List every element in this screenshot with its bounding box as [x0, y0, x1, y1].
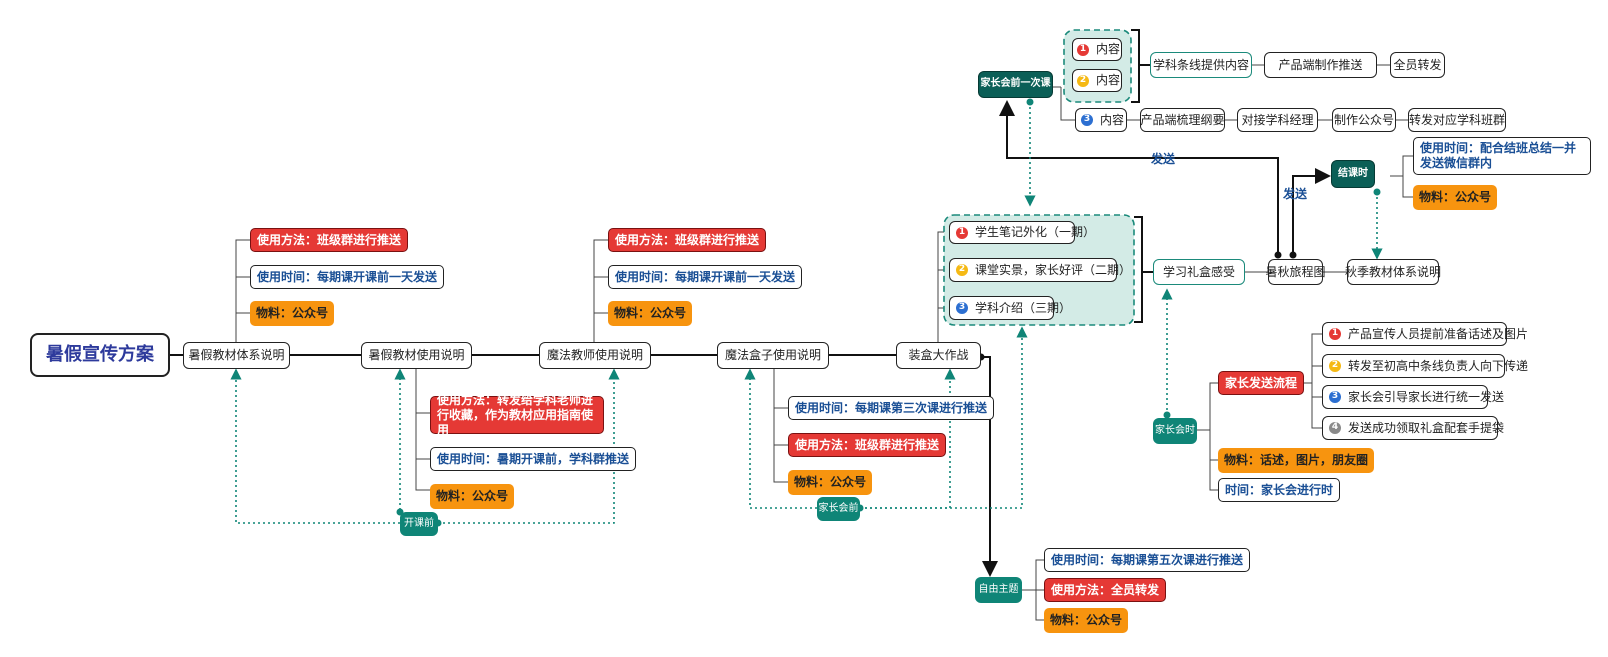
chain-outline[interactable]: 产品端梳理纲要: [1140, 108, 1225, 132]
material-badge[interactable]: 物料：公众号: [608, 301, 693, 326]
usage-method-badge[interactable]: 使用方法：班级群进行推送: [608, 228, 767, 252]
box-item-subject[interactable]: 3 学科介绍（三期）: [949, 296, 1071, 320]
process-step[interactable]: 1 产品宣传人员提前准备话述及图片: [1322, 322, 1528, 346]
chain-subject-manager[interactable]: 对接学科经理: [1237, 108, 1318, 132]
gift-box-experience[interactable]: 学习礼盒感受: [1153, 259, 1245, 285]
material-badge[interactable]: 物料：公众号: [250, 301, 335, 326]
box-item-classroom[interactable]: 2 课堂实景，家长好评（二期）: [949, 258, 1131, 282]
number-2-icon: 2: [1077, 74, 1089, 87]
time-box[interactable]: 时间：家长会进行时: [1218, 478, 1341, 502]
number-3-icon: 3: [1081, 114, 1093, 126]
chain-official-account[interactable]: 制作公众号: [1332, 108, 1396, 132]
material-badge[interactable]: 物料：公众号: [430, 484, 515, 509]
content-label: 内容: [1100, 112, 1125, 127]
usage-time-box[interactable]: 使用时间：每期课开课前一天发送: [250, 265, 445, 289]
usage-method-badge[interactable]: 使用方法：转发给学科老师进行收藏，作为教材应用指南使用: [430, 393, 604, 437]
chain-all-forward[interactable]: 全员转发: [1390, 52, 1445, 78]
parent-send-process[interactable]: 家长发送流程: [1218, 371, 1305, 395]
root-topic[interactable]: 暑假宣传方案: [30, 333, 170, 377]
usage-method-badge[interactable]: 使用方法：班级群进行推送: [788, 433, 947, 457]
number-3-icon: 3: [956, 302, 968, 314]
content-item[interactable]: 2 内容: [1072, 69, 1122, 92]
usage-method-badge[interactable]: 使用方法：全员转发: [1044, 578, 1167, 602]
tag-end-of-class[interactable]: 结课时: [1331, 160, 1375, 188]
material-badge[interactable]: 物料：公众号: [1044, 608, 1129, 633]
tag-class-before-parent-meeting[interactable]: 家长会前一次课: [978, 71, 1053, 98]
send-label: 发送: [1283, 187, 1308, 201]
content-label: 内容: [1096, 42, 1121, 56]
process-step-label: 发送成功领取礼盒配套手提袋: [1348, 420, 1505, 435]
number-3-icon: 3: [1329, 391, 1341, 403]
box-item-notes[interactable]: 1 学生笔记外化（一期）: [949, 221, 1095, 244]
spine-node-summer-textbook-system[interactable]: 暑假教材体系说明: [183, 342, 290, 369]
tag-before-parent-meeting[interactable]: 家长会前: [817, 497, 860, 521]
process-step[interactable]: 4 发送成功领取礼盒配套手提袋: [1322, 416, 1504, 440]
box-item-label: 学科介绍（三期）: [975, 300, 1072, 315]
spine-node-summer-textbook-usage[interactable]: 暑假教材使用说明: [361, 342, 472, 369]
tag-free-topic[interactable]: 自由主题: [975, 577, 1022, 603]
usage-method-badge[interactable]: 使用方法：班级群进行推送: [250, 228, 409, 252]
number-4-icon: 4: [1329, 422, 1341, 434]
material-badge[interactable]: 物料：公众号: [1413, 185, 1498, 210]
content-item[interactable]: 3 内容: [1075, 108, 1127, 132]
usage-time-box[interactable]: 使用时间：暑期开课前，学科群推送: [430, 447, 637, 471]
chain-class-group[interactable]: 转发对应学科班群: [1408, 108, 1506, 132]
process-step[interactable]: 2 转发至初高中条线负责人向下传递: [1322, 354, 1528, 378]
send-label: 发送: [1151, 152, 1176, 166]
number-2-icon: 2: [1329, 360, 1341, 372]
process-step-label: 产品宣传人员提前准备话述及图片: [1348, 326, 1529, 341]
tag-before-class[interactable]: 开课前: [400, 512, 438, 536]
spine-node-magic-teacher[interactable]: 魔法教师使用说明: [539, 342, 651, 369]
chain-product-push[interactable]: 产品端制作推送: [1264, 52, 1377, 78]
spine-node-box-packing[interactable]: 装盒大作战: [896, 342, 981, 369]
journey-map[interactable]: 暑秋旅程图: [1266, 259, 1326, 285]
number-1-icon: 1: [956, 226, 968, 239]
number-1-icon: 1: [1329, 328, 1341, 340]
material-badge[interactable]: 物料：公众号: [788, 470, 873, 495]
content-label: 内容: [1096, 73, 1121, 87]
usage-time-box[interactable]: 使用时间：配合结班总结一并发送微信群内: [1413, 137, 1591, 175]
box-item-label: 课堂实景，家长好评（二期）: [975, 262, 1132, 277]
number-2-icon: 2: [956, 264, 968, 276]
autumn-textbook-system[interactable]: 秋季教材体系说明: [1345, 259, 1441, 285]
process-step-label: 转发至初高中条线负责人向下传递: [1348, 358, 1529, 373]
usage-time-box[interactable]: 使用时间：每期课第五次课进行推送: [1044, 548, 1251, 572]
process-step[interactable]: 3 家长会引导家长进行统一发送: [1322, 385, 1504, 409]
chain-subject-line[interactable]: 学科条线提供内容: [1150, 52, 1252, 78]
content-item[interactable]: 1 内容: [1072, 38, 1122, 61]
number-1-icon: 1: [1077, 43, 1089, 56]
box-item-label: 学生笔记外化（一期）: [975, 225, 1096, 239]
process-step-label: 家长会引导家长进行统一发送: [1348, 389, 1505, 404]
material-badge[interactable]: 物料：话述，图片，朋友圈: [1218, 448, 1375, 473]
tag-during-parent-meeting[interactable]: 家长会时: [1153, 418, 1197, 444]
spine-node-magic-box[interactable]: 魔法盒子使用说明: [717, 342, 829, 369]
usage-time-box[interactable]: 使用时间：每期课开课前一天发送: [608, 265, 803, 289]
usage-time-box[interactable]: 使用时间：每期课第三次课进行推送: [788, 396, 995, 420]
